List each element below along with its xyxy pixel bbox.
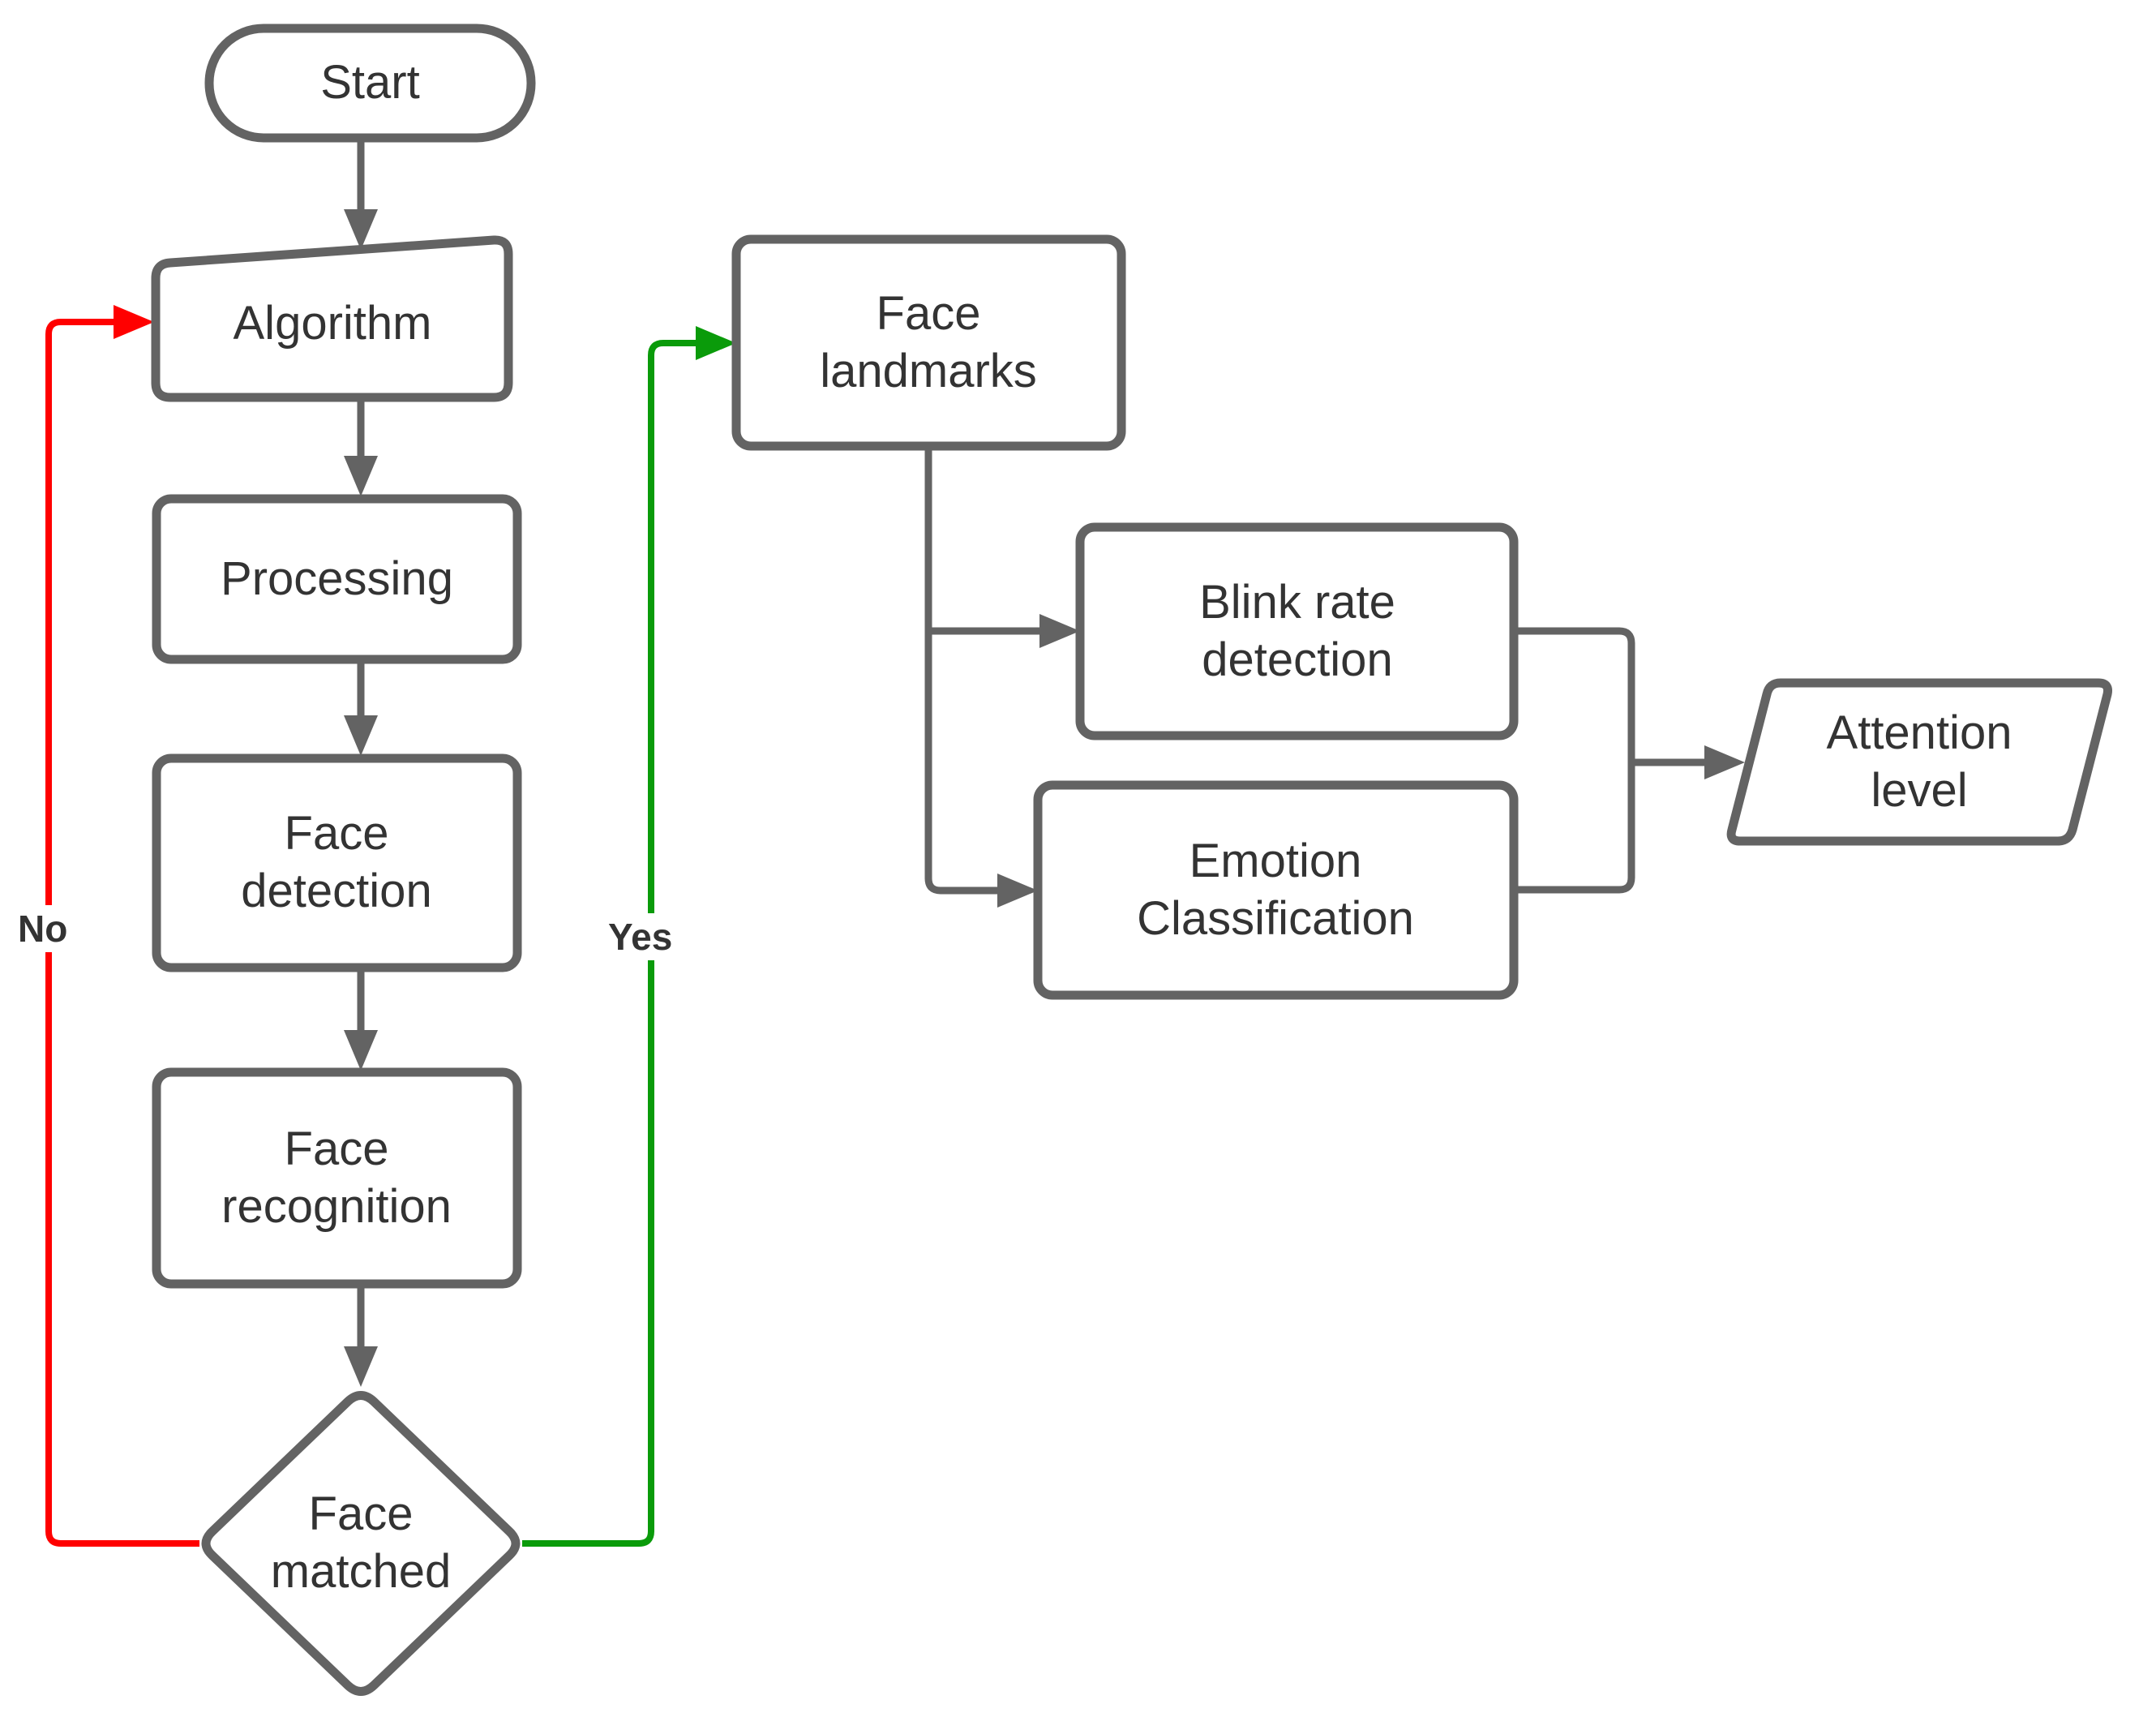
start-node-shape	[204, 24, 536, 143]
blink-rate-node-shape	[1075, 522, 1519, 740]
attention-level-parallelogram-shape	[1726, 678, 2112, 846]
start-node-label: Start	[320, 56, 420, 109]
no-edge-label: No	[10, 905, 76, 952]
emotion-node-label: Emotion Classification	[1137, 834, 1414, 945]
attention-level-node-label: Attention level	[1826, 706, 2012, 817]
algorithm-node-shape	[151, 235, 513, 402]
arrowhead-landmarks-blinkrate	[1039, 614, 1080, 648]
arrowhead-no-loop	[114, 305, 154, 339]
face-recognition-node-label: Face recognition	[221, 1122, 452, 1233]
arrowhead-yes-branch	[696, 326, 736, 360]
arrowhead-merge-attention	[1704, 745, 1745, 779]
arrowhead-algorithm-processing	[344, 456, 378, 496]
face-matched-decision-shape	[201, 1391, 521, 1696]
arrowhead-facedetection-facerecognition	[344, 1030, 378, 1071]
face-detection-node-label: Face detection	[241, 807, 432, 917]
face-detection-node-shape	[152, 753, 522, 972]
face-landmarks-node-label: Face landmarks	[820, 286, 1037, 397]
processing-node-shape	[152, 494, 522, 664]
face-recognition-node-shape	[152, 1067, 522, 1289]
face-matched-node-label: Face matched	[270, 1487, 452, 1598]
yes-edge-label: Yes	[600, 913, 681, 960]
arrowhead-facerecognition-facematched	[344, 1346, 378, 1387]
arrowhead-processing-facedetection	[344, 715, 378, 756]
emotion-node-shape	[1033, 780, 1519, 1000]
face-landmarks-node-shape	[731, 234, 1126, 451]
arrowhead-landmarks-emotion	[997, 874, 1038, 908]
algorithm-node-label: Algorithm	[233, 296, 432, 350]
edge-landmarks-emotion	[924, 446, 1001, 895]
arrowhead-start-algorithm	[344, 209, 378, 250]
edge-blinkrate-merge	[1514, 627, 1635, 762]
edge-emotion-merge	[1514, 762, 1635, 894]
blink-rate-node-label: Blink rate detection	[1199, 575, 1395, 686]
processing-node-label: Processing	[221, 552, 453, 605]
